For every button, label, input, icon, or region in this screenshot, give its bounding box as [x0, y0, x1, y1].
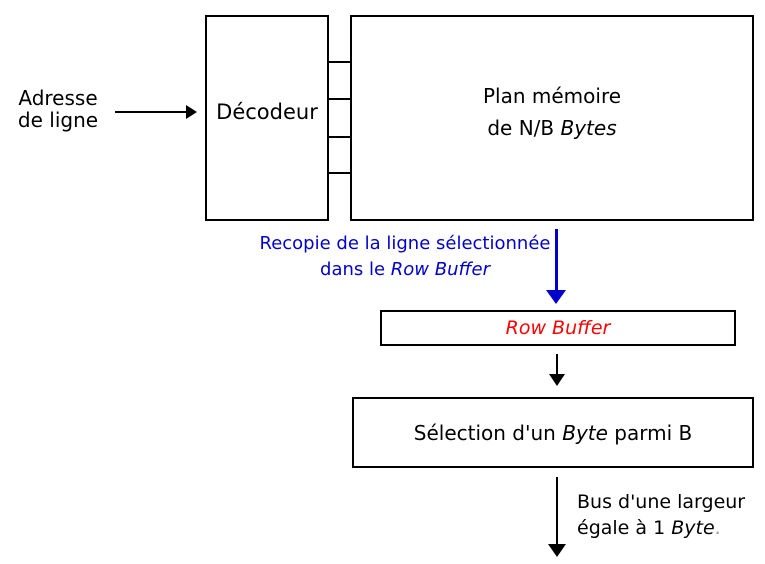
address-label-line2: de ligne	[17, 108, 99, 132]
memory-plane-line2-prefix: de N/B	[487, 116, 561, 140]
memory-to-rowbuffer-arrow-head-icon	[546, 290, 566, 304]
memory-to-rowbuffer-arrow-shaft	[555, 229, 558, 291]
address-arrow-head-icon	[186, 105, 197, 119]
memory-plane-line2: de N/B Bytes	[487, 112, 616, 144]
copy-caption: Recopie de la ligne sélectionnée dans le…	[238, 231, 572, 283]
byte-selection-box: Sélection d'un Byte parmi B	[352, 397, 754, 468]
decoder-box: Décodeur	[205, 15, 329, 221]
bus-width-line2-italic: Byte	[671, 517, 715, 539]
memory-plane-line2-italic: Bytes	[560, 116, 617, 140]
row-buffer-label: Row Buffer	[505, 317, 611, 339]
memory-plane-line1: Plan mémoire	[482, 84, 622, 108]
byte-selection-italic: Byte	[562, 420, 608, 445]
row-buffer-box: Row Buffer	[380, 310, 736, 346]
selection-output-arrow-head-icon	[548, 544, 566, 557]
decoder-memory-connector-line	[328, 98, 351, 100]
byte-selection-suffix: parmi B	[607, 420, 693, 445]
selection-output-arrow-shaft	[556, 477, 558, 545]
address-arrow-shaft	[115, 111, 187, 113]
address-label-line1: Adresse	[18, 86, 98, 110]
bus-width-line2-prefix: égale à 1	[577, 517, 672, 539]
copy-caption-line2-italic: Row Buffer	[390, 259, 490, 280]
bus-width-line1: Bus d'une largeur	[577, 491, 746, 513]
memory-plane-box: Plan mémoire de N/B Bytes	[350, 15, 754, 221]
copy-caption-line2: dans le Row Buffer	[238, 257, 572, 283]
rowbuffer-to-selection-arrow-shaft	[556, 354, 558, 376]
decoder-memory-connector-line	[328, 172, 351, 174]
byte-selection-prefix: Sélection d'un	[413, 420, 563, 445]
rowbuffer-to-selection-arrow-head-icon	[549, 374, 565, 386]
decoder-memory-connector-line	[328, 136, 351, 138]
decoder-box-label: Décodeur	[216, 100, 318, 124]
copy-caption-line1: Recopie de la ligne sélectionnée	[259, 233, 551, 254]
copy-caption-line2-prefix: dans le	[320, 259, 391, 280]
bus-width-line2-period: .	[714, 517, 721, 539]
bus-width-line2: égale à 1 Byte.	[577, 515, 745, 541]
decoder-memory-connector-line	[328, 61, 351, 63]
byte-selection-label: Sélection d'un Byte parmi B	[414, 421, 692, 445]
bus-width-label: Bus d'une largeur égale à 1 Byte.	[577, 489, 745, 541]
address-label: Adresse de ligne	[10, 87, 106, 131]
